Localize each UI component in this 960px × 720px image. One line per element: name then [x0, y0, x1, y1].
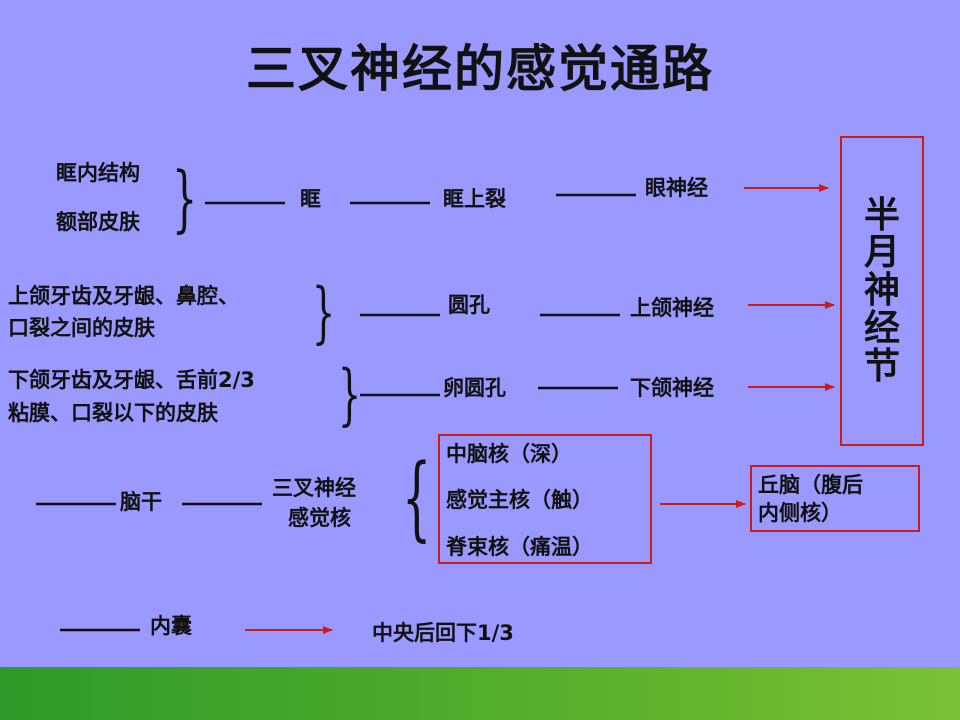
slide-title: 三叉神经的感觉通路: [246, 40, 714, 98]
nuclei-brace: {: [402, 444, 432, 551]
row1-via-orbit: 眶: [300, 187, 321, 211]
thalamus-label-1: 丘脑（腹后: [758, 473, 863, 497]
row1-via-fissure: 眶上裂: [443, 187, 506, 211]
row1-source-1: 眶内结构: [56, 161, 140, 185]
row3-source-2: 粘膜、口裂以下的皮肤: [8, 401, 218, 425]
thalamus-box: [750, 465, 920, 532]
nuclei-box: [438, 434, 652, 564]
row3-nerve: 下颌神经: [630, 376, 714, 400]
row1-nerve: 眼神经: [645, 176, 708, 200]
ganglion-char-2: 月: [863, 232, 900, 274]
row3-via: 卵圆孔: [443, 376, 506, 400]
row2-nerve: 上颌神经: [630, 296, 714, 320]
row2-source-1: 上颌牙齿及牙龈、鼻腔、: [8, 284, 239, 308]
ganglion-char-3: 神: [863, 270, 900, 312]
row3-brace: }: [338, 356, 362, 433]
brainstem-label: 脑干: [120, 490, 162, 514]
footer-band: [0, 667, 960, 720]
nucleus-label-1: 三叉神经: [272, 476, 356, 500]
ganglion-char-5: 节: [863, 345, 900, 387]
thalamus-label-2: 内侧核）: [758, 501, 842, 525]
legend-red-label: 中央后回下1/3: [372, 621, 514, 645]
nucleus-label-2: 感觉核: [288, 506, 351, 530]
row2-via: 圆孔: [448, 293, 490, 317]
row2-source-2: 口裂之间的皮肤: [8, 316, 155, 340]
ganglion-label: 半 月 神 经 节: [840, 136, 924, 446]
nucleus-mesencephalic: 中脑核（深）: [446, 442, 572, 466]
ganglion-char-4: 经: [863, 307, 900, 349]
row1-brace: }: [172, 156, 198, 240]
row3-source-1: 下颌牙齿及牙龈、舌前2/3: [8, 368, 255, 392]
row1-source-2: 额部皮肤: [56, 210, 140, 234]
ganglion-box: [840, 136, 924, 446]
nucleus-principal: 感觉主核（触）: [446, 488, 593, 512]
ganglion-char-1: 半: [863, 194, 900, 236]
row2-brace: }: [312, 274, 336, 351]
nucleus-spinal: 脊束核（痛温）: [446, 535, 593, 559]
legend-black-label: 内囊: [150, 614, 192, 638]
